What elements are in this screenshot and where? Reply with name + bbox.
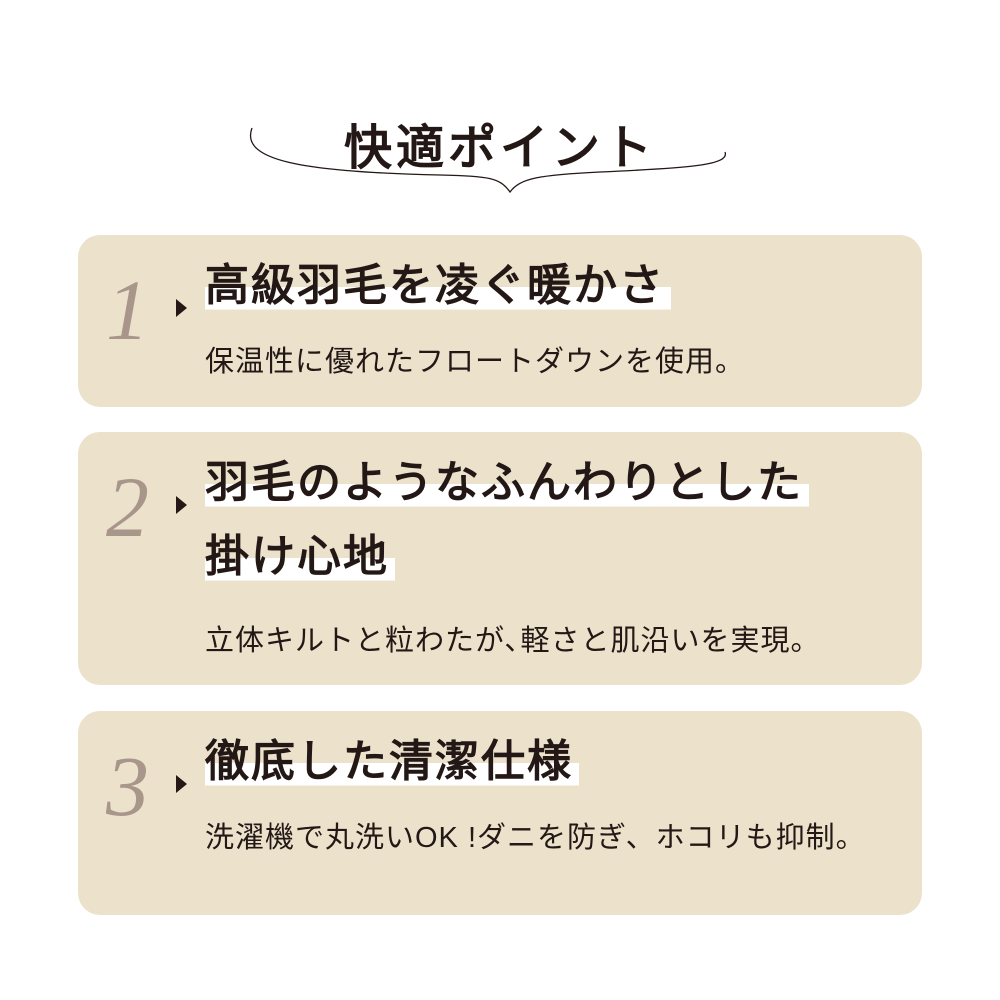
point-card-2: 2 羽毛のようなふんわりとした 掛け心地 立体キルトと粒わたが､軽さと肌沿いを実…: [78, 432, 922, 685]
point-heading: 羽毛のようなふんわりとした 掛け心地: [205, 452, 809, 588]
point-card-1: 1 高級羽毛を凌ぐ暖かさ 保温性に優れたフロートダウンを使用。: [78, 235, 922, 407]
heading-line: 高級羽毛を凌ぐ暖かさ: [205, 255, 671, 317]
point-number: 3: [106, 738, 149, 834]
point-number: 2: [106, 459, 149, 555]
heading-line: 掛け心地: [205, 526, 395, 588]
title-underline-flourish: [249, 127, 726, 194]
heading-line: 徹底した清潔仕様: [205, 731, 579, 793]
triangle-icon: [176, 496, 187, 514]
point-description: 洗濯機で丸洗いOK !ダニを防ぎ、ホコリも抑制。: [205, 822, 866, 854]
section-title: 快適ポイント: [343, 120, 656, 176]
triangle-icon: [176, 299, 187, 317]
triangle-icon: [176, 775, 187, 793]
point-number: 1: [106, 262, 149, 358]
point-heading: 高級羽毛を凌ぐ暖かさ: [205, 255, 671, 317]
point-card-3: 3 徹底した清潔仕様 洗濯機で丸洗いOK !ダニを防ぎ、ホコリも抑制。: [78, 711, 922, 915]
point-description: 立体キルトと粒わたが､軽さと肌沿いを実現。: [205, 625, 821, 657]
point-description: 保温性に優れたフロートダウンを使用。: [205, 346, 746, 378]
point-heading: 徹底した清潔仕様: [205, 731, 579, 793]
heading-line: 羽毛のようなふんわりとした: [205, 452, 809, 514]
